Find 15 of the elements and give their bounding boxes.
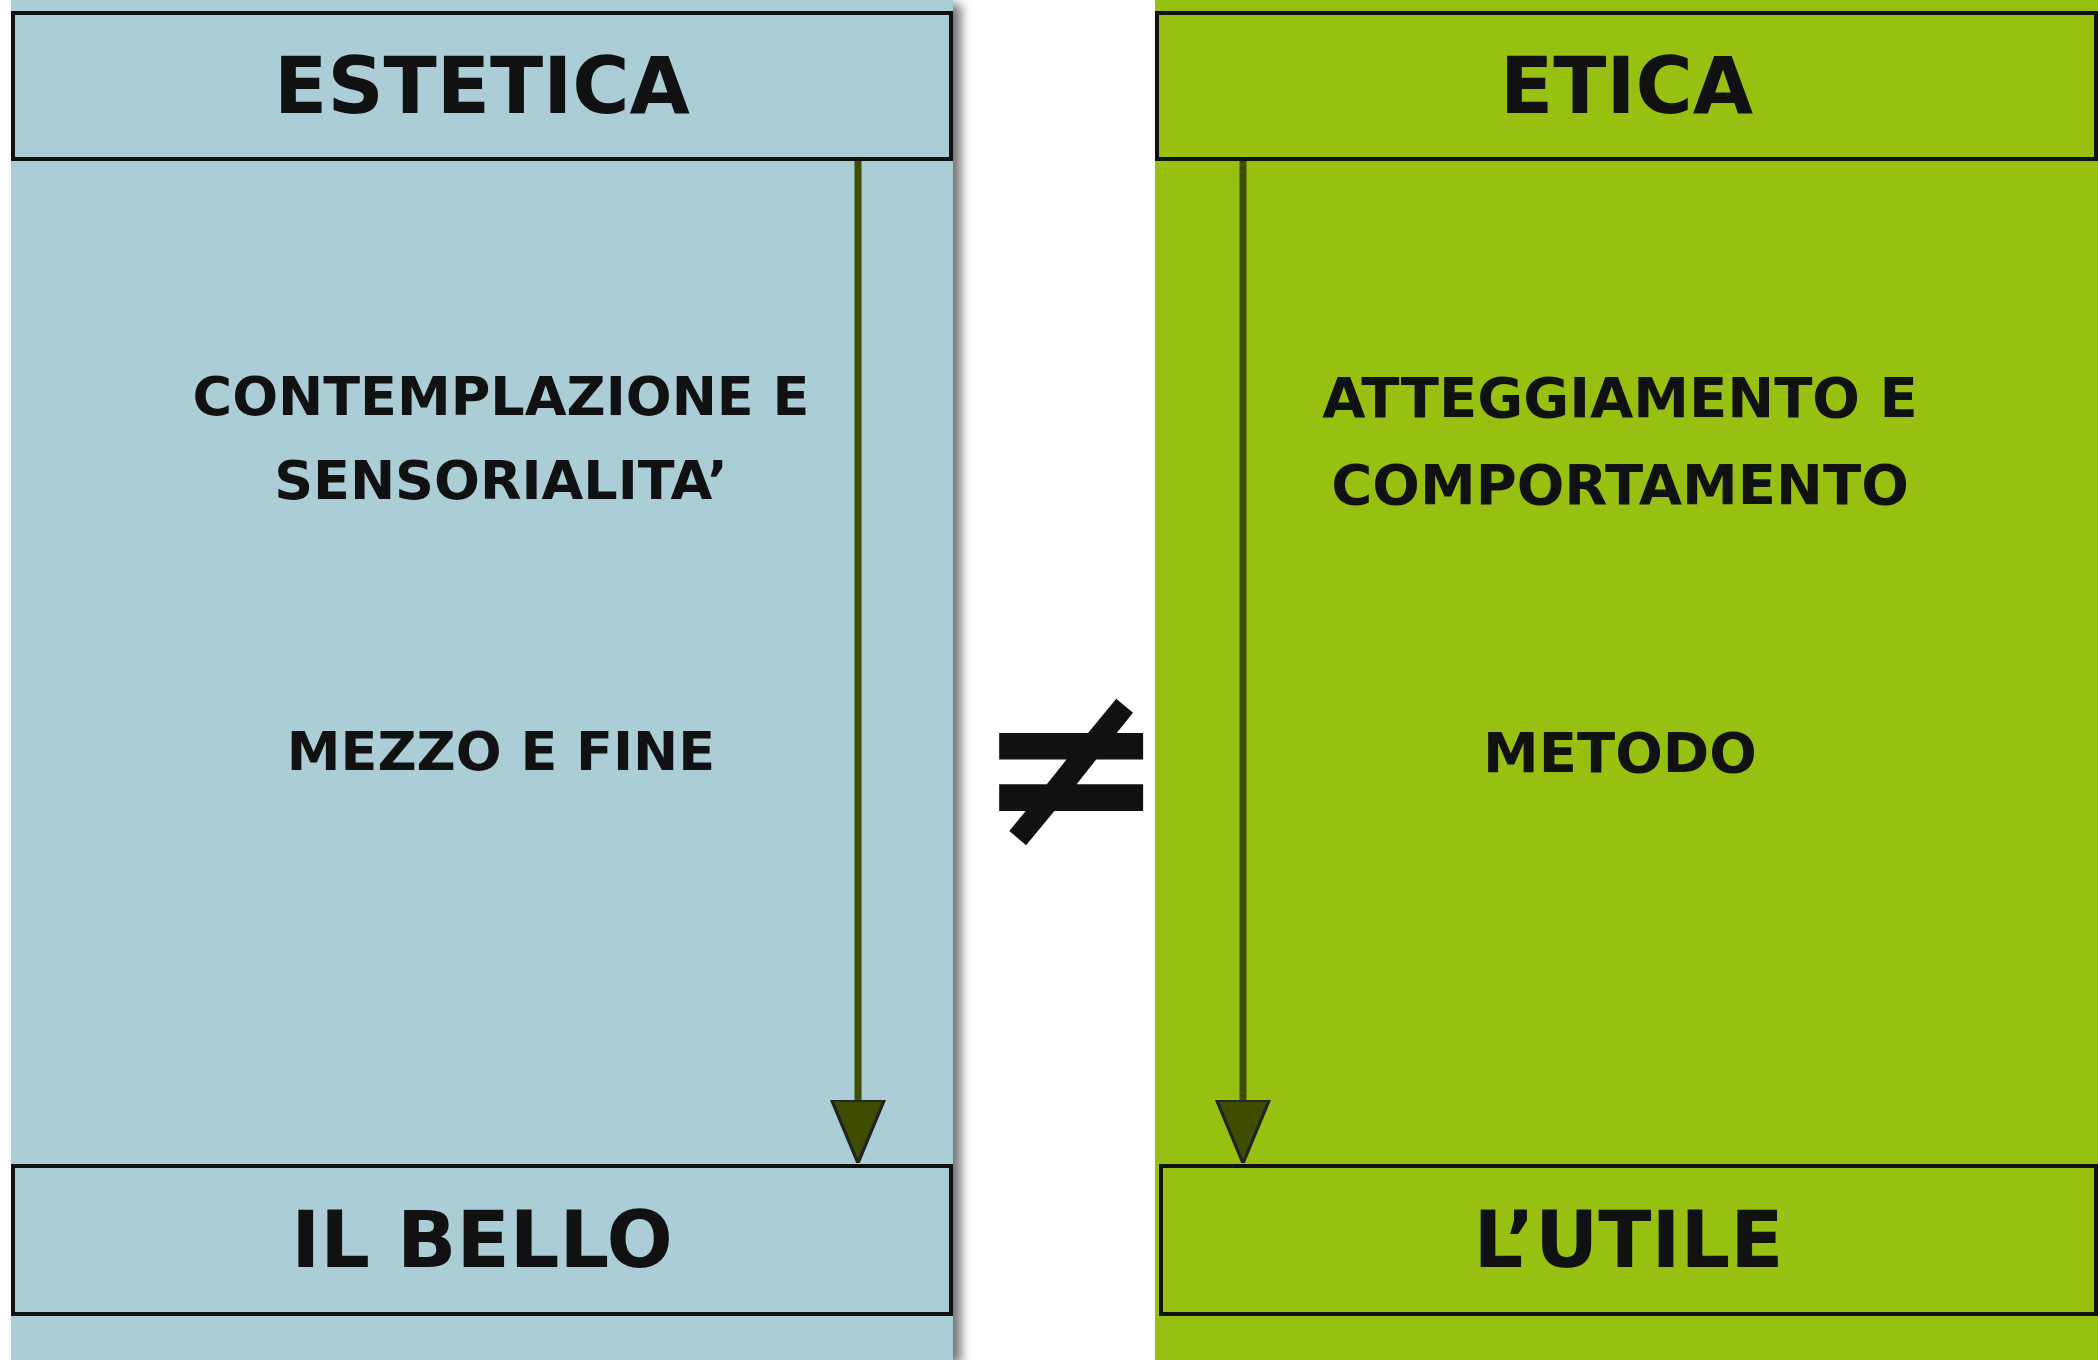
- body-text: MEZZO E FINE: [285, 719, 717, 785]
- heading-text: ETICA: [1499, 47, 1754, 125]
- heading-text: L’UTILE: [1473, 1201, 1784, 1279]
- body-text: ATTEGGIAMENTO E COMPORTAMENTO: [1321, 364, 1919, 519]
- body-text: METODO: [1482, 719, 1758, 787]
- footer-box: [11, 1164, 953, 1316]
- header-box: [1155, 11, 2098, 161]
- not-equal-sign: ≠: [975, 650, 1168, 880]
- panel-background: [11, 0, 953, 1360]
- body-text: CONTEMPLAZIONE E SENSORIALITA’: [191, 364, 811, 514]
- footer-box: [1159, 1164, 2098, 1316]
- heading-text: IL BELLO: [291, 1201, 673, 1279]
- heading-text: ESTETICA: [274, 47, 690, 125]
- header-box: [11, 11, 953, 161]
- panel-background: [1155, 0, 2098, 1360]
